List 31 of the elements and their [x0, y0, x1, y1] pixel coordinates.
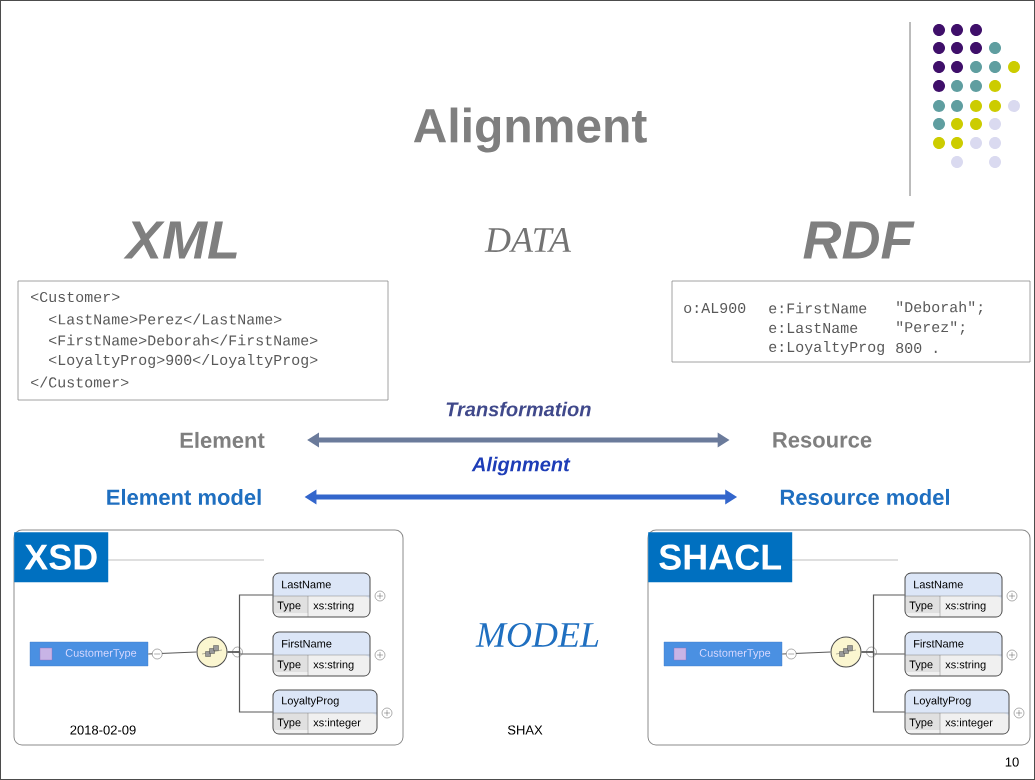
- connector-line: [860, 651, 906, 713]
- edge-label: Alignment: [470, 455, 571, 477]
- heading: DATA: [484, 228, 572, 252]
- code-box: o:AL900 e:FirstName "Deborah"; e:LastName "Perez"; e:LoyaltyProg 800 .: [671, 280, 1031, 363]
- connector-line: [226, 651, 274, 713]
- sequence-circle: [196, 636, 228, 668]
- schema-panel: [647, 529, 1031, 746]
- term-label: Resource model: [780, 488, 949, 506]
- element-box: LoyaltyProg Type xs:integer: [272, 689, 393, 735]
- term-label: Element model: [107, 488, 261, 506]
- slide-title: Alignment: [413, 107, 647, 153]
- heading: MODEL: [475, 622, 599, 648]
- schema-panel: [13, 529, 404, 746]
- element-box: FirstName Type xs:string: [904, 631, 1018, 677]
- panel-heading: XSD: [14, 532, 109, 583]
- element-box: LoyaltyProg Type xs:integer: [904, 689, 1025, 735]
- code-box: <Customer> <LastName>Perez</LastName> <FirstName>Deborah</FirstName> <LoyaltyProg>900</LoyaltyProg> </Customer>: [17, 280, 389, 401]
- type-box: CustomerType: [29, 641, 149, 667]
- term-label: Resource: [773, 432, 872, 448]
- type-box: CustomerType: [663, 641, 783, 667]
- edge-label: Transformation: [444, 400, 593, 418]
- element-box: LastName Type xs:string: [904, 572, 1018, 618]
- element-box: FirstName Type xs:string: [272, 631, 386, 677]
- element-box: LastName Type xs:string: [272, 572, 386, 618]
- panel-heading: SHACL: [648, 532, 793, 583]
- footer-text: 2018-02-09: [70, 725, 136, 735]
- footer-text: SHAX: [507, 725, 543, 735]
- connector-line: [147, 651, 198, 655]
- term-label: Element: [180, 431, 265, 449]
- page-number: 10: [1005, 757, 1019, 767]
- sequence-circle: [830, 636, 862, 668]
